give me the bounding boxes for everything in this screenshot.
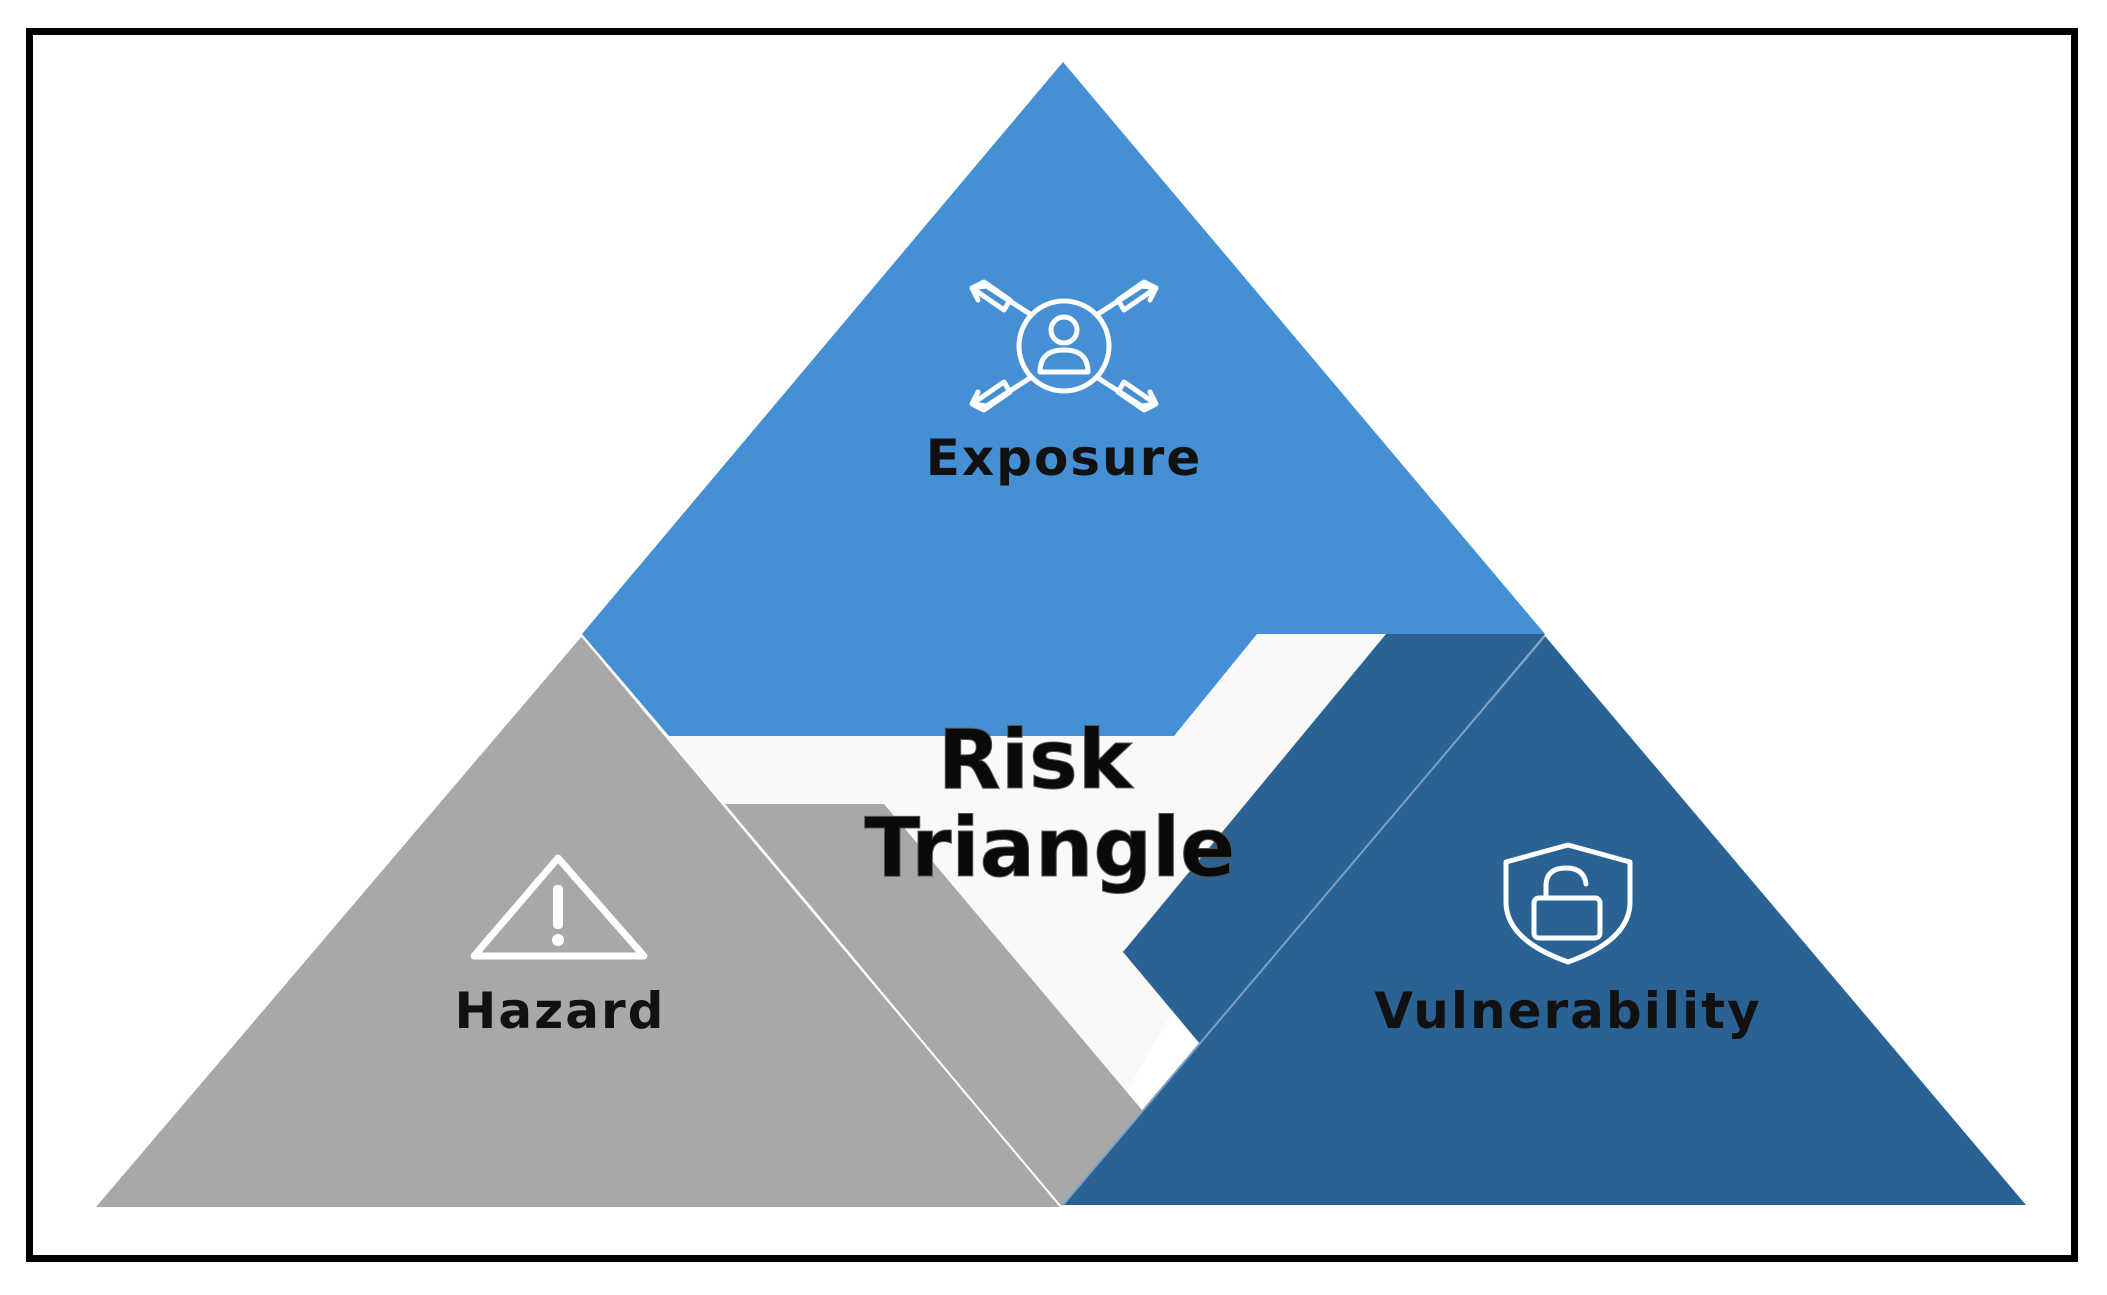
center-title-line2: Triangle (864, 801, 1236, 896)
vulnerability-label: Vulnerability (1374, 982, 1761, 1040)
warning-triangle-icon (470, 854, 648, 960)
vulnerability-edge (1062, 635, 1546, 1206)
hazard-triangle (96, 636, 1061, 1207)
exposure-band (582, 634, 1257, 736)
vulnerability-triangle (1063, 636, 2026, 1205)
hazard-edge (581, 635, 1062, 1208)
center-title-line1: Risk (938, 713, 1135, 808)
vulnerability-band (1123, 634, 1545, 1044)
hazard-label: Hazard (455, 982, 666, 1040)
hazard-band (725, 804, 1142, 1207)
person-arrows-icon (969, 279, 1159, 413)
exposure-label: Exposure (926, 429, 1202, 487)
center-region (588, 634, 1385, 1205)
shield-unlock-icon (1503, 842, 1633, 965)
